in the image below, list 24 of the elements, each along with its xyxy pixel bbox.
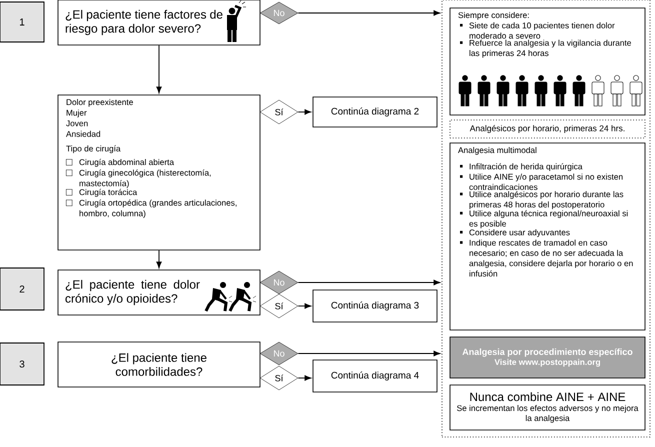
arrow xyxy=(298,350,440,356)
step-number-box: 3 xyxy=(0,342,44,386)
dotted-panel xyxy=(442,0,650,438)
arrow xyxy=(298,10,440,16)
question-box: ¿El paciente tiene dolor crónico y/o opioides? xyxy=(58,270,260,316)
arrow xyxy=(156,44,162,94)
question-box: ¿El paciente tiene factores de riesgo para dolor severo? xyxy=(58,0,260,46)
arrow xyxy=(298,303,312,309)
note-box: Analgesia multimodal Infiltración de herida quirúrgica Utilice AINE y/o paracetamol si no existen contraindicaciones Utilice analgésicos por horario durante las primeras 48 horas del postoperatorio Utilice alguna técnica regional/neuroaxial si es posible Considere usar adyuvantes Indique rescates de tramadol en caso necesario; en caso de no ser adecuada la analgesia, considere dejarla por horario o en infusión xyxy=(450,142,646,330)
continuation-box: Continúa diagrama 2 xyxy=(312,96,438,128)
question-box: ¿El paciente tiene comorbilidades? xyxy=(58,342,260,388)
note-box: Analgésicos por horario, primeras 24 hrs. xyxy=(450,120,646,138)
note-box: Analgesia por procedimiento específico Visite www.postoppain.org xyxy=(450,336,646,378)
note-box: Siempre considere: Siete de cada 10 pacientes tienen dolor moderado a severo Refuerce la analgesia y la vigilancia durante las primeras 24 horas xyxy=(450,8,646,116)
step-number-box: 1 xyxy=(0,2,44,42)
arrow xyxy=(298,375,312,381)
continuation-box: Continúa diagrama 3 xyxy=(312,290,438,322)
warning-box: Nunca combine AINE + AINE Se incrementan los efectos adversos y no mejora la analgesia xyxy=(450,384,646,430)
continuation-box: Continúa diagrama 4 xyxy=(312,360,438,392)
arrow xyxy=(298,109,312,115)
step-number-box: 2 xyxy=(0,268,44,310)
arrow xyxy=(298,280,440,286)
risk-factor-box: Dolor preexistente Mujer Joven Ansiedad Tipo de cirugía Cirugía abdominal abierta Cirugía ginecológica (histerectomía, mastectomía) Cirugía torácica Cirugía ortopédica (grandes articulaciones, hombro, columna) xyxy=(58,94,260,250)
arrow xyxy=(156,250,162,268)
